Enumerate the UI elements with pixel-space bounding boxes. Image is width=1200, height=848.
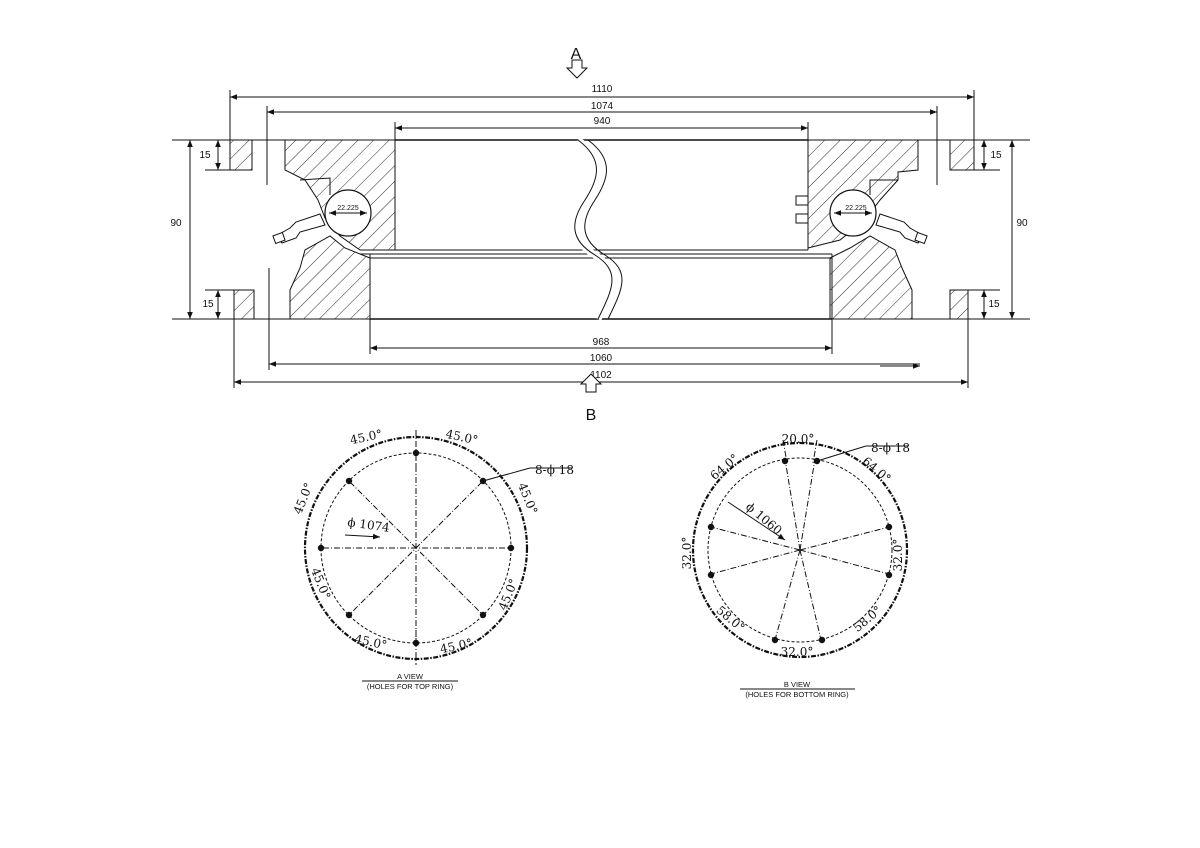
radial-lines	[710, 439, 890, 641]
view-a-angle-8: 45.0°	[291, 481, 316, 517]
grease-nipple-left-icon	[272, 213, 326, 245]
view-b-subcaption: (HOLES FOR BOTTOM RING)	[745, 690, 849, 699]
dim-flange-top-right: 15	[990, 150, 1002, 161]
view-a: 8-ϕ 18 ϕ 1074 45.0° 45.0° 45.0° 45.0° 45…	[291, 427, 574, 691]
view-b-angle-4: 32.0°	[680, 537, 694, 570]
dim-height-right: 90	[1016, 218, 1028, 229]
ball-left-dim: 22.225	[337, 205, 359, 212]
dim-outer-bottom: 1102	[590, 370, 612, 381]
view-b-caption: B VIEW	[784, 680, 811, 689]
view-a-caption: A VIEW	[397, 672, 424, 681]
section-view: 22.225 22.225 1110 1074 940	[170, 46, 1030, 424]
view-a-subcaption: (HOLES FOR TOP RING)	[367, 682, 454, 691]
view-a-pcd-label: ϕ 1074	[347, 515, 391, 535]
dim-pcd-bottom: 1060	[590, 353, 613, 364]
view-b-angle-7: 58.0°	[850, 603, 884, 635]
view-b-angle-8: 32.0°	[781, 645, 814, 659]
arrow-up-icon	[579, 373, 603, 393]
dim-flange-bottom-left: 15	[202, 299, 214, 310]
dim-inner-bottom: 968	[593, 337, 610, 348]
view-a-angle-5: 45.0°	[439, 636, 474, 656]
view-a-angle-2: 45.0°	[444, 427, 479, 447]
arrow-down-icon	[565, 59, 589, 79]
view-b-angle-1: 20.0°	[782, 432, 815, 446]
bolt-icon	[795, 195, 809, 224]
dim-flange-bottom-right: 15	[988, 299, 1000, 310]
view-b-angle-3: 64.0°	[860, 454, 894, 486]
view-b-holes-label: 8-ϕ 18	[871, 441, 910, 455]
view-a-angle-1: 45.0°	[349, 427, 384, 447]
dim-flange-top-left: 15	[199, 150, 211, 161]
view-a-angle-6: 45.0°	[353, 632, 388, 652]
grease-nipple-right-icon	[875, 213, 928, 245]
view-label-a: A	[571, 46, 582, 63]
view-b: 8-ϕ 18 ϕ 1060 20.0° 64.0° 64.0° 32.0° 32…	[680, 432, 910, 699]
dim-pcd-top: 1074	[591, 101, 614, 112]
bolt-hole-icon	[707, 457, 893, 644]
dim-inner-top: 940	[594, 116, 611, 127]
view-a-angle-3: 45.0°	[515, 481, 540, 517]
view-a-holes-label: 8-ϕ 18	[535, 463, 574, 477]
ball-right-dim: 22.225	[845, 205, 867, 212]
view-b-angle-2: 64.0°	[707, 451, 741, 483]
bolt-hole-icon	[317, 449, 515, 647]
view-label-b: B	[586, 407, 597, 424]
view-b-angle-5: 32.0°	[891, 539, 905, 572]
dim-outer-top: 1110	[592, 84, 613, 95]
dim-height-left: 90	[170, 218, 182, 229]
view-b-pcd-label: ϕ 1060	[743, 500, 785, 538]
